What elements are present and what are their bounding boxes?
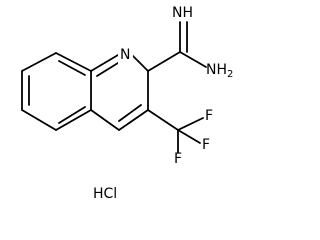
- fluorine-lower-right-label: F: [202, 137, 210, 153]
- fluorine-bottom-label: F: [174, 151, 182, 167]
- benzene-ring: [21, 52, 92, 131]
- fluorine-right-label: F: [205, 108, 213, 124]
- trifluoromethyl-group: [147, 109, 204, 153]
- atom-labels: N NH NH2 F F F HCl: [93, 5, 233, 202]
- salt-label: HCl: [93, 186, 117, 202]
- chemical-structure: N NH NH2 F F F HCl: [21, 5, 233, 202]
- ring-nitrogen-label: N: [120, 47, 130, 63]
- imine-label: NH: [172, 5, 193, 21]
- pyridine-ring: [90, 54, 149, 131]
- amidine-group: [147, 21, 207, 72]
- amine-label: NH2: [206, 62, 233, 80]
